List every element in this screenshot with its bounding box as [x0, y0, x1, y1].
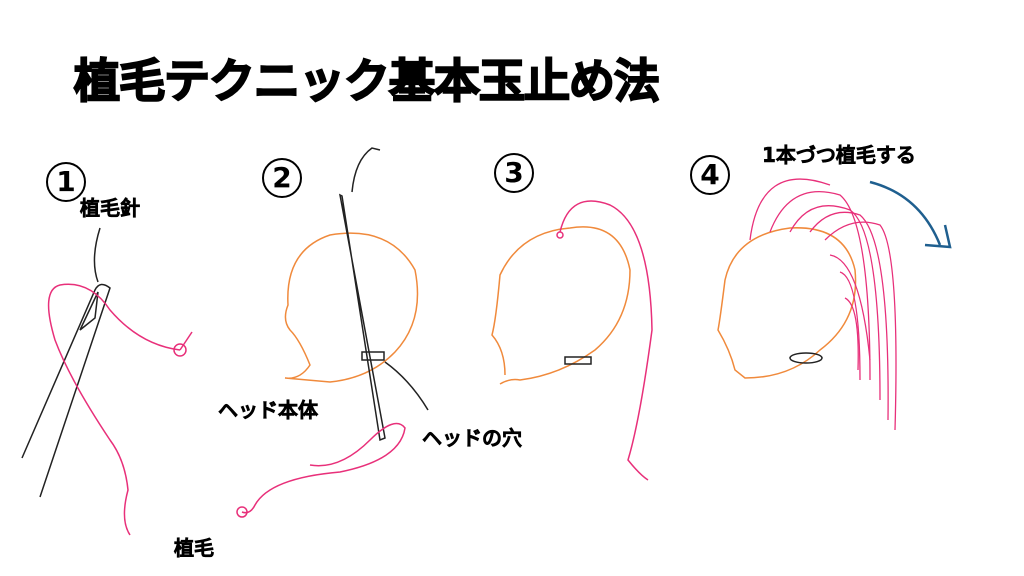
arrow-icon: [869, 180, 952, 249]
head-hole-label: ヘッドの穴: [422, 426, 523, 450]
step4-head: [717, 227, 857, 379]
step4-hairs: [749, 178, 897, 431]
step1-hair: [47, 283, 193, 536]
step1-needle: [21, 227, 111, 498]
step-1-number: 1: [46, 162, 86, 202]
step-2-number: 2: [262, 158, 302, 198]
step2-head: [284, 232, 419, 383]
instruction-label: 1本づつ植毛する: [762, 143, 917, 167]
step3-hair: [556, 200, 653, 481]
step3-head: [491, 226, 631, 385]
step-4-number: 4: [690, 155, 730, 195]
hair-label: 植毛: [174, 536, 215, 560]
needle-label: 植毛針: [80, 196, 141, 220]
head-body-label: ヘッド本体: [218, 398, 319, 422]
step2-hair: [236, 422, 406, 518]
step-3-number: 3: [494, 153, 534, 193]
step2-needle: [338, 147, 429, 442]
page-title: 植毛テクニック基本玉止め法: [73, 54, 661, 108]
